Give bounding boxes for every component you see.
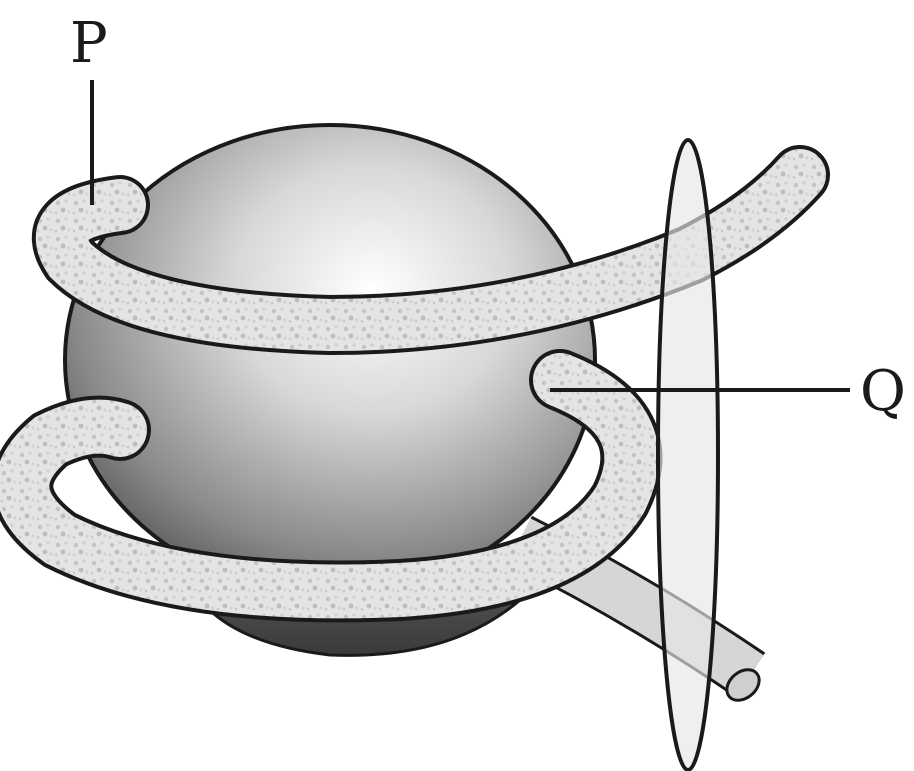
label-p: P bbox=[70, 11, 108, 76]
flat-disc-icon bbox=[658, 140, 718, 770]
label-q: Q bbox=[860, 359, 906, 424]
